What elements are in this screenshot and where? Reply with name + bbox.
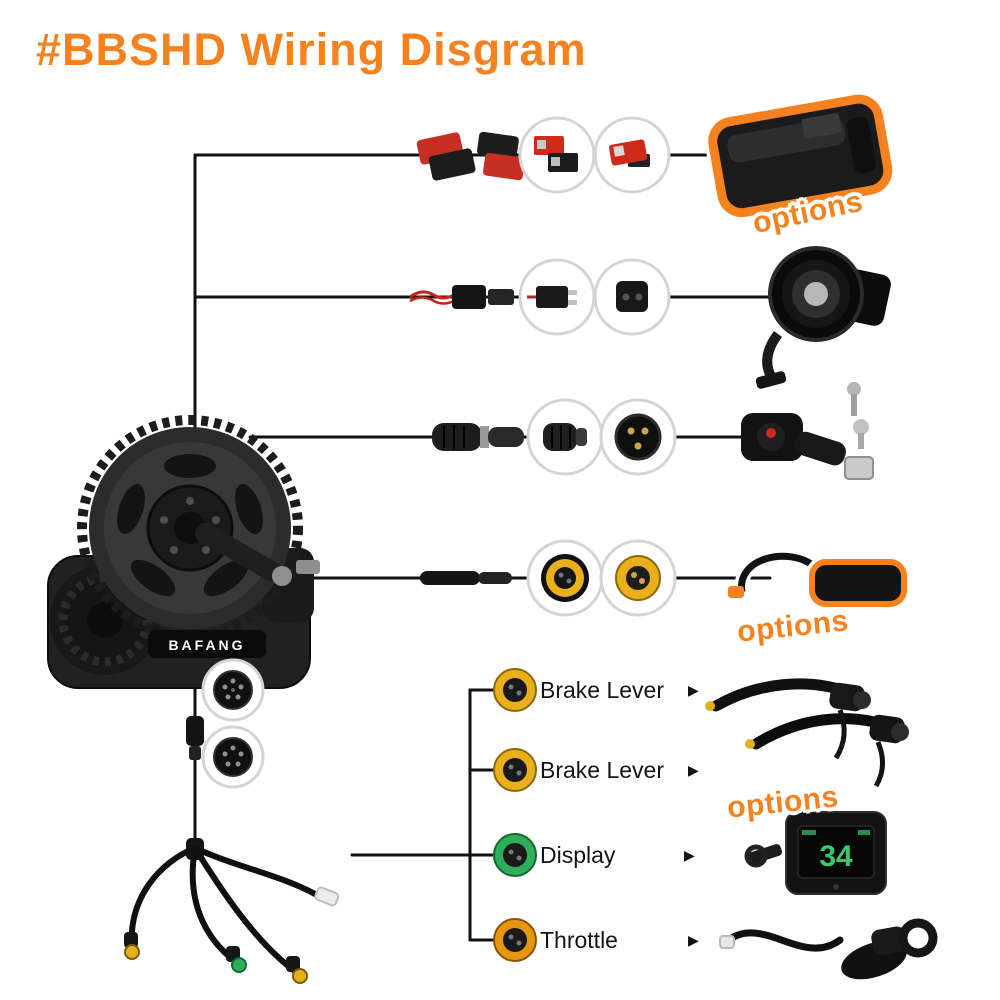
- display-image: 34: [744, 811, 887, 895]
- page-title: #BBSHD Wiring Disgram: [36, 24, 587, 75]
- arrow-icon: ▶: [688, 932, 699, 948]
- motor-axle: [296, 560, 320, 574]
- light-connector-zoom-1: [518, 258, 596, 336]
- battery-connector-zoom-2: [593, 116, 671, 194]
- brake-lever-label-2: Brake Lever: [540, 757, 665, 783]
- motor-connector-zoom-2: [201, 725, 265, 789]
- speed-sensor-connector-zoom-1: [526, 398, 604, 476]
- brake-lever-label-1: Brake Lever: [540, 677, 665, 703]
- motor-image: BAFANG: [47, 415, 320, 689]
- splitter-cable-image: [124, 838, 340, 984]
- display-connector: [493, 833, 537, 877]
- shift-sensor-image: [728, 549, 911, 611]
- brake-levers-image: [705, 678, 909, 788]
- main-connector-zoom-1: [526, 539, 604, 617]
- light-connector-zoom-2: [593, 258, 671, 336]
- throttle-label: Throttle: [540, 927, 618, 953]
- motor-brand-label: BAFANG: [168, 637, 245, 653]
- throttle-connector: [493, 918, 537, 962]
- main-cable-connector: [420, 571, 512, 585]
- arrow-icon: ▶: [688, 682, 699, 698]
- display-speed-value: 34: [819, 840, 853, 873]
- brake-connector-1: [493, 668, 537, 712]
- speed-sensor-image: [741, 382, 874, 480]
- motor-main-plug: [186, 716, 204, 760]
- main-connector-zoom-2: [599, 539, 677, 617]
- battery-image: [704, 91, 896, 221]
- motor-connector-zoom-1: [201, 658, 265, 722]
- headlight-image: [755, 246, 891, 389]
- battery-cable-connectors: [416, 131, 525, 181]
- arrow-icon: ▶: [688, 762, 699, 778]
- light-cable-connectors: [409, 285, 514, 309]
- display-label: Display: [540, 842, 616, 868]
- arrow-icon: ▶: [684, 847, 695, 863]
- battery-connector-zoom-1: [518, 116, 596, 194]
- speed-sensor-cable-connectors: [432, 423, 524, 451]
- throttle-image: [719, 918, 938, 980]
- speed-sensor-connector-zoom-2: [599, 398, 677, 476]
- brake-connector-2: [493, 748, 537, 792]
